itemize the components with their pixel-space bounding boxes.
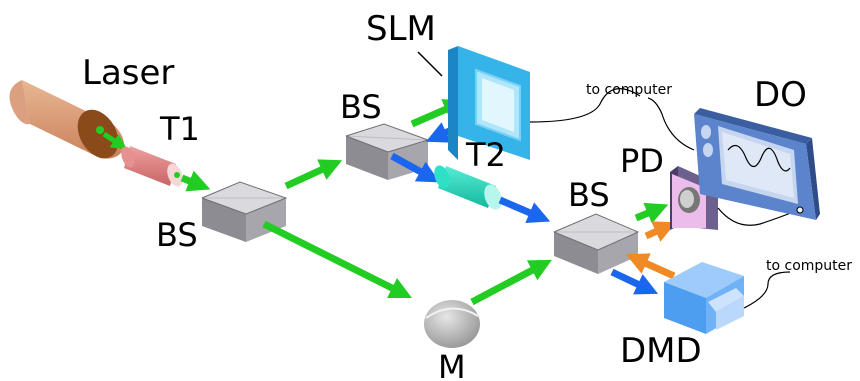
label-dmd: DMD xyxy=(620,331,702,371)
label-laser: Laser xyxy=(82,53,174,93)
telescope-t2-icon xyxy=(434,165,502,210)
label-bs1: BS xyxy=(156,216,198,254)
beam-laser-to-t1 xyxy=(102,131,128,150)
telescope-t1-icon xyxy=(121,146,183,187)
beam-splitter-3-icon xyxy=(553,213,640,274)
micromirror-device-icon xyxy=(664,262,744,334)
slm-label-pointer xyxy=(417,51,443,77)
do-computer-cable xyxy=(647,97,695,151)
beam-splitter-1-icon xyxy=(201,181,288,242)
label-t1: T1 xyxy=(159,110,200,148)
beam-mirror-to-bs3 xyxy=(470,259,552,306)
label-mirror: M xyxy=(438,348,466,381)
spatial-light-modulator-icon xyxy=(448,46,530,160)
laser-icon xyxy=(9,80,124,159)
label-t2: T2 xyxy=(465,136,506,174)
mirror-icon xyxy=(424,300,480,348)
label-pd: PD xyxy=(620,142,664,180)
beam-bs1-to-mirror xyxy=(262,220,413,299)
beam-bs3-to-dmd xyxy=(610,268,659,295)
label-slm: SLM xyxy=(366,9,436,49)
slm-computer-cable xyxy=(529,88,641,123)
label-bs3: BS xyxy=(568,176,610,214)
oscilloscope-icon xyxy=(694,108,820,220)
beam-bs3-to-pd-green xyxy=(634,202,669,224)
beam-bs1-to-bs2 xyxy=(284,159,343,190)
label-do: DO xyxy=(754,75,807,115)
beam-dmd-to-bs3 xyxy=(625,253,676,280)
beam-t1-to-bs1 xyxy=(180,170,211,192)
beam-t2-to-bs3 xyxy=(498,196,551,224)
photodiode-icon xyxy=(670,166,718,230)
dmd-computer-cable xyxy=(743,271,791,309)
beam-bs3-to-pd-orange xyxy=(644,221,677,242)
label-to-computer-2: to computer xyxy=(766,258,852,274)
label-to-computer-1: to computer xyxy=(586,82,672,98)
beam-bs2-to-t2 xyxy=(390,152,440,183)
label-bs2: BS xyxy=(340,88,382,126)
